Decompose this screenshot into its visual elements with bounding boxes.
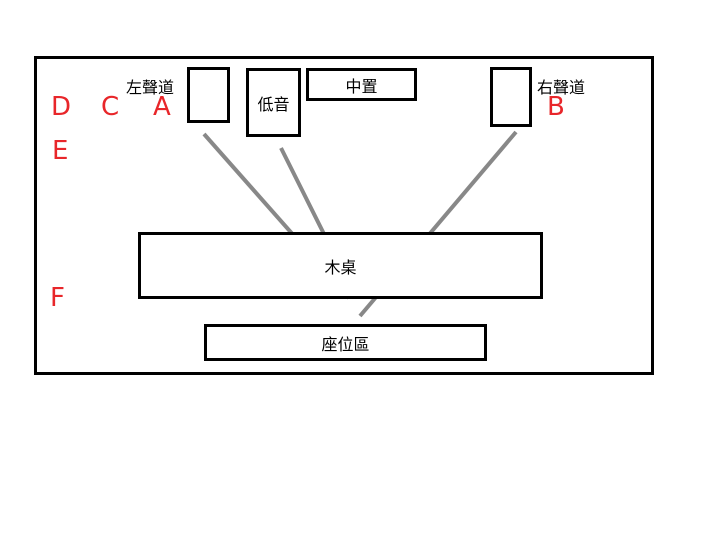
room-outline (34, 56, 654, 375)
seating-box: 座位區 (204, 324, 487, 361)
seating-label: 座位區 (321, 334, 370, 354)
subwoofer-label: 低音 (257, 94, 290, 114)
center-speaker-box: 中置 (306, 68, 417, 101)
table-label: 木桌 (324, 257, 357, 277)
right-channel-label: 右聲道 (537, 78, 586, 97)
table-box: 木桌 (138, 232, 543, 299)
right-speaker (490, 67, 532, 127)
left-speaker (187, 67, 230, 123)
marker-c: C (101, 92, 120, 122)
marker-f: F (50, 283, 65, 313)
marker-d: D (51, 92, 72, 122)
marker-a: A (153, 92, 171, 122)
marker-b: B (547, 92, 565, 122)
subwoofer-box: 低音 (246, 68, 301, 137)
center-label: 中置 (345, 76, 378, 96)
marker-e: E (52, 136, 69, 166)
left-channel-label: 左聲道 (126, 78, 175, 97)
